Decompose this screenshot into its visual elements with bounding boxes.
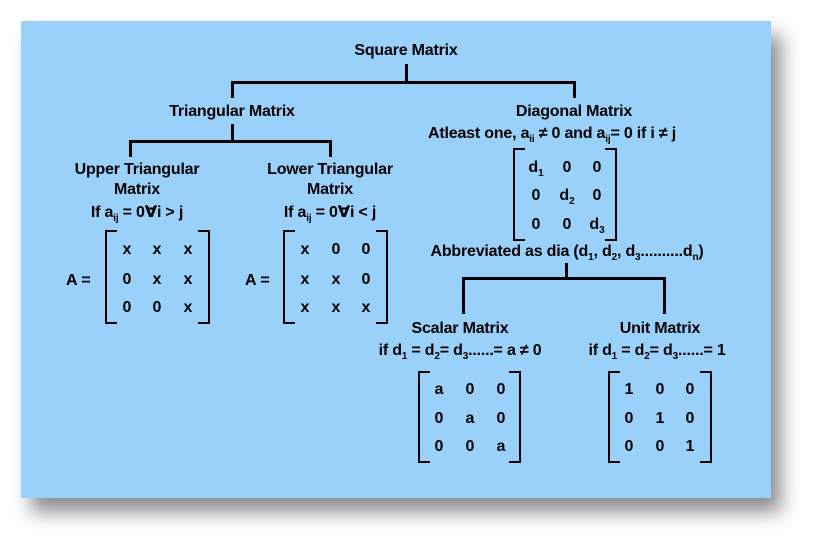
connector-to-triangular <box>231 81 234 98</box>
matrix-cell: 0 <box>361 271 371 288</box>
matrix-cell: x <box>183 271 193 288</box>
connector-diagonal-bar <box>462 277 666 280</box>
upper-matrix-right-bracket <box>198 230 210 324</box>
matrix-cell: x <box>152 241 162 258</box>
matrix-cell: a <box>496 438 506 455</box>
diagonal-matrix-left-bracket <box>513 148 525 241</box>
node-triangular-matrix: Triangular Matrix <box>169 103 295 120</box>
lower-matrix-lhs: A = <box>245 272 270 289</box>
scalar-condition: if d1 = d2= d3......= a ≠ 0 <box>378 342 542 362</box>
connector-to-upper <box>129 140 132 157</box>
connector-diagonal-stem <box>565 263 568 279</box>
matrix-cell: 0 <box>496 381 506 398</box>
matrix-cell: 0 <box>434 410 444 427</box>
node-scalar-matrix: Scalar Matrix <box>411 320 509 337</box>
matrix-cell: 0 <box>496 410 506 427</box>
matrix-cell: 0 <box>361 241 371 258</box>
matrix-cell: x <box>300 241 310 258</box>
matrix-cell: x <box>122 241 132 258</box>
connector-to-unit <box>663 277 666 314</box>
matrix-cell: x <box>152 271 162 288</box>
upper-triangular-condition: If aij = 0∀i > j <box>90 204 184 224</box>
matrix-cell: x <box>300 299 310 316</box>
matrix-cell: 0 <box>122 271 132 288</box>
matrix-cell: 1 <box>655 410 665 427</box>
matrix-cell: 0 <box>531 216 541 233</box>
matrix-cell: 0 <box>655 438 665 455</box>
matrix-cell: x <box>361 299 371 316</box>
matrix-cell: x <box>183 299 193 316</box>
connector-root-bar <box>231 81 576 84</box>
node-diagonal-matrix: Diagonal Matrix <box>515 103 633 120</box>
matrix-cell: 0 <box>685 381 695 398</box>
connector-root-stem <box>405 64 408 83</box>
connector-to-lower <box>329 140 332 157</box>
node-upper-triangular-line1: Upper Triangular <box>74 161 200 178</box>
matrix-cell: 0 <box>465 381 475 398</box>
matrix-cell: x <box>183 241 193 258</box>
unit-matrix-right-bracket <box>700 371 712 463</box>
matrix-cell: 1 <box>624 381 634 398</box>
matrix-cell: a <box>465 410 475 427</box>
matrix-cell: d3 <box>589 216 605 236</box>
diagonal-abbreviation: Abbreviated as dia (d1, d2, d3..........… <box>430 243 704 263</box>
scalar-matrix-left-bracket <box>418 371 430 463</box>
lower-triangular-condition: If aij = 0∀i < j <box>283 204 377 224</box>
matrix-cell: 0 <box>531 187 541 204</box>
scalar-matrix-right-bracket <box>509 371 521 463</box>
matrix-cell: 0 <box>562 216 572 233</box>
lower-matrix-right-bracket <box>376 230 388 324</box>
node-square-matrix: Square Matrix <box>354 42 458 59</box>
matrix-cell: 0 <box>624 410 634 427</box>
connector-to-diagonal <box>573 81 576 98</box>
diagram-panel <box>21 21 771 498</box>
node-unit-matrix: Unit Matrix <box>619 320 701 337</box>
matrix-cell: x <box>300 271 310 288</box>
matrix-cell: 0 <box>592 159 602 176</box>
lower-matrix-left-bracket <box>283 230 295 324</box>
matrix-cell: d2 <box>559 187 575 207</box>
node-lower-triangular-line1: Lower Triangular <box>267 161 393 178</box>
matrix-cell: 0 <box>465 438 475 455</box>
connector-to-scalar <box>462 277 465 314</box>
matrix-cell: x <box>331 271 341 288</box>
upper-matrix-left-bracket <box>105 230 117 324</box>
node-upper-triangular-line2: Matrix <box>114 181 160 198</box>
unit-condition: if d1 = d2= d3......= 1 <box>588 342 726 362</box>
matrix-cell: 0 <box>331 241 341 258</box>
matrix-cell: 0 <box>592 187 602 204</box>
matrix-cell: 0 <box>685 410 695 427</box>
matrix-cell: 0 <box>562 159 572 176</box>
upper-matrix-lhs: A = <box>66 272 91 289</box>
unit-matrix-left-bracket <box>608 371 620 463</box>
connector-triangular-stem <box>231 124 234 142</box>
matrix-cell: 1 <box>685 438 695 455</box>
matrix-cell: d1 <box>528 159 544 179</box>
connector-triangular-bar <box>129 140 332 143</box>
matrix-cell: 0 <box>122 299 132 316</box>
matrix-cell: a <box>434 381 444 398</box>
diagonal-condition: Atleast one, aii ≠ 0 and aij= 0 if i ≠ j <box>428 125 676 145</box>
diagonal-matrix-right-bracket <box>605 148 617 241</box>
matrix-cell: x <box>331 299 341 316</box>
matrix-cell: 0 <box>434 438 444 455</box>
matrix-cell: 0 <box>655 381 665 398</box>
matrix-cell: 0 <box>624 438 634 455</box>
node-lower-triangular-line2: Matrix <box>307 181 353 198</box>
matrix-cell: 0 <box>152 299 162 316</box>
